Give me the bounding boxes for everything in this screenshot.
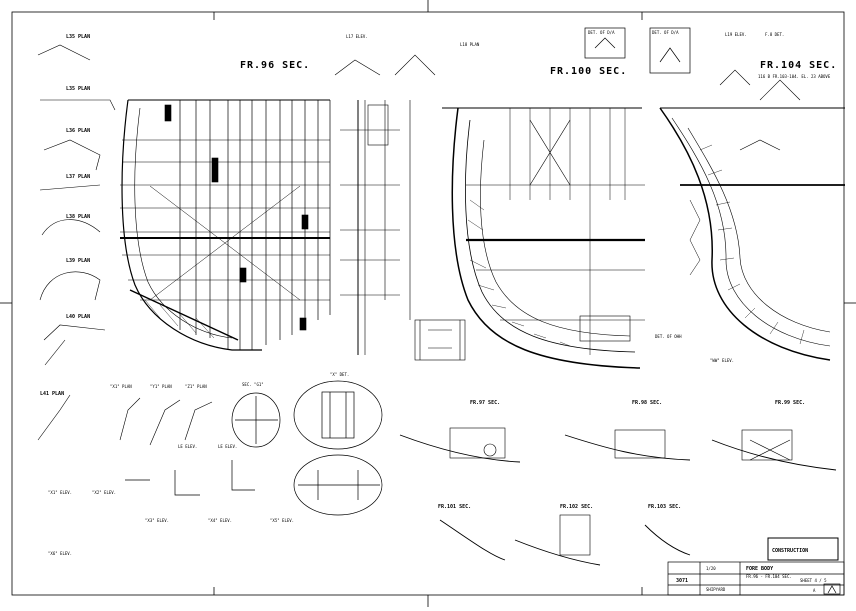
sheet-border bbox=[11, 11, 845, 596]
top-detail-label: L19 ELEV. bbox=[725, 32, 747, 37]
title-block-scale: 1/20 bbox=[706, 566, 716, 571]
small-section-fr103: FR.103 SEC. bbox=[648, 504, 681, 510]
fr96-elevation bbox=[334, 54, 436, 355]
small-sections bbox=[399, 427, 837, 566]
sec-label: DET. OF OHH bbox=[655, 334, 682, 339]
section-label-fr100: FR.100 SEC. bbox=[550, 66, 627, 77]
left-detail-label: L38 PLAN bbox=[66, 214, 90, 220]
mid-detail-label: "X1" ELEV. bbox=[48, 490, 72, 495]
top-detail-label: DET. OF D/A bbox=[588, 30, 615, 35]
mid-detail-label: "X5" ELEV. bbox=[270, 518, 294, 523]
mid-detail-label: LE ELEV. bbox=[218, 444, 237, 449]
title-block-dwg-no: 3071 bbox=[676, 578, 688, 584]
left-detail-label: L39 PLAN bbox=[66, 258, 90, 264]
mid-detail-label: "X3" ELEV. bbox=[145, 518, 169, 523]
small-section-fr102: FR.102 SEC. bbox=[560, 504, 593, 510]
left-detail-label: L35 PLAN bbox=[66, 34, 90, 40]
small-section-fr101: FR.101 SEC. bbox=[438, 504, 471, 510]
title-block-subtitle: FR.96 - FR.104 SEC. bbox=[746, 574, 792, 579]
left-details bbox=[37, 44, 213, 446]
fr96-section bbox=[120, 99, 331, 351]
fr100-section bbox=[414, 107, 645, 369]
mid-detail-label: "Y1" PLAN bbox=[150, 384, 172, 389]
top-detail-label: F.8 DET. bbox=[765, 32, 784, 37]
mid-detail-label: "X6" ELEV. bbox=[48, 551, 72, 556]
left-detail-label: L35 PLAN bbox=[66, 86, 90, 92]
left-detail-label: L37 PLAN bbox=[66, 174, 90, 180]
left-detail-label: L36 PLAN bbox=[66, 128, 90, 134]
top-detail-label: DET. OF D/A bbox=[652, 30, 679, 35]
title-block bbox=[667, 537, 845, 596]
title-block-title: FORE BODY bbox=[746, 566, 773, 572]
mid-detail-label: LE ELEV. bbox=[178, 444, 197, 449]
sec-label: "WW" ELEV. bbox=[710, 358, 734, 363]
top-detail-label: L17 ELEV. bbox=[346, 34, 368, 39]
mid-detail-label: "Z1" PLAN bbox=[185, 384, 207, 389]
title-block-rev: A bbox=[813, 588, 816, 593]
top-detail-label: L18 PLAN bbox=[460, 42, 480, 47]
title-block-stamp: CONSTRUCTION bbox=[772, 548, 808, 554]
small-section-fr98: FR.98 SEC. bbox=[632, 400, 662, 406]
top-detail-boxes bbox=[584, 27, 691, 74]
sec-label: SEC. "G1" bbox=[242, 382, 264, 387]
sec-label: "X" DET. bbox=[330, 372, 349, 377]
mid-detail-label: "X2" ELEV. bbox=[92, 490, 116, 495]
top-detail-label: 116 B FR.103-104. EL. 23 ABOVE bbox=[758, 74, 831, 79]
mid-detail-label: "X1" PLAN bbox=[110, 384, 132, 389]
section-label-fr96: FR.96 SEC. bbox=[240, 60, 310, 71]
small-section-fr97: FR.97 SEC. bbox=[470, 400, 500, 406]
left-detail-label: L41 PLAN bbox=[40, 391, 64, 397]
title-block-company: SHIPYARD bbox=[706, 587, 726, 592]
section-label-fr104: FR.104 SEC. bbox=[760, 60, 837, 71]
title-block-sheet: SHEET 4 / 5 bbox=[800, 578, 827, 583]
left-detail-label: L40 PLAN bbox=[66, 314, 90, 320]
small-section-fr99: FR.99 SEC. bbox=[775, 400, 805, 406]
fr104-section bbox=[659, 69, 845, 361]
mid-detail-label: "X4" ELEV. bbox=[208, 518, 232, 523]
mid-details bbox=[125, 380, 383, 516]
